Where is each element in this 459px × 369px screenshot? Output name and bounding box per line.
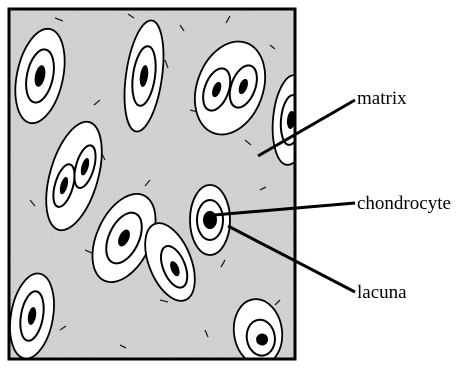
matrix-label: matrix bbox=[357, 88, 407, 109]
chondrocyte-label: chondrocyte bbox=[357, 193, 451, 214]
labelled-lacuna-cell bbox=[190, 185, 230, 255]
lacuna-label: lacuna bbox=[357, 282, 407, 303]
